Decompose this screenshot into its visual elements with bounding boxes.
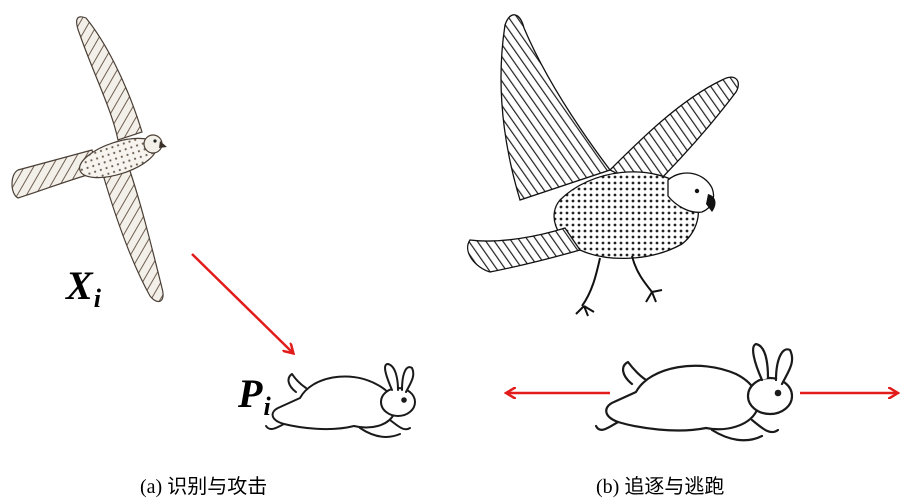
- hawk-soaring-illustration: [12, 17, 167, 302]
- hawk-label-main: X: [66, 263, 93, 308]
- caption-b: (b) 追逐与逃跑: [596, 470, 724, 499]
- hawk-label-xi: Xi: [66, 262, 101, 309]
- rabbit-illustration-b: [596, 344, 792, 440]
- hawk-label-sub: i: [94, 284, 101, 313]
- prey-label-main: P: [238, 371, 262, 416]
- prey-label-pi: Pi: [238, 370, 271, 417]
- prey-label-sub: i: [263, 392, 270, 421]
- hawk-diving-illustration: [468, 15, 739, 316]
- rabbit-illustration-a: [266, 364, 415, 437]
- attack-arrow: [192, 254, 292, 352]
- caption-a: (a) 识别与攻击: [140, 470, 267, 499]
